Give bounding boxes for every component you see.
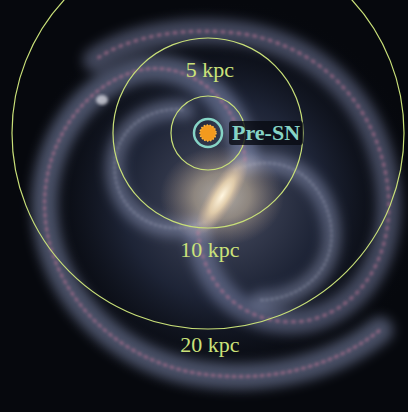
spiral-arms-detail	[45, 31, 389, 376]
distance-label: 10 kpc	[177, 238, 242, 262]
distance-label: 5 kpc	[183, 58, 237, 82]
spiral-arms-glow	[45, 31, 389, 376]
bright-cluster	[96, 95, 108, 105]
distance-circle	[12, 0, 404, 329]
galactic-bulge	[160, 146, 284, 246]
pre-sn-ring	[194, 119, 222, 147]
distance-label: 20 kpc	[177, 333, 242, 357]
distance-circles	[12, 0, 404, 329]
pre-sn-star	[200, 125, 216, 141]
marker-label: Pre-SN	[229, 121, 303, 145]
galactic-disk	[22, 0, 408, 400]
distance-circle	[113, 38, 303, 228]
